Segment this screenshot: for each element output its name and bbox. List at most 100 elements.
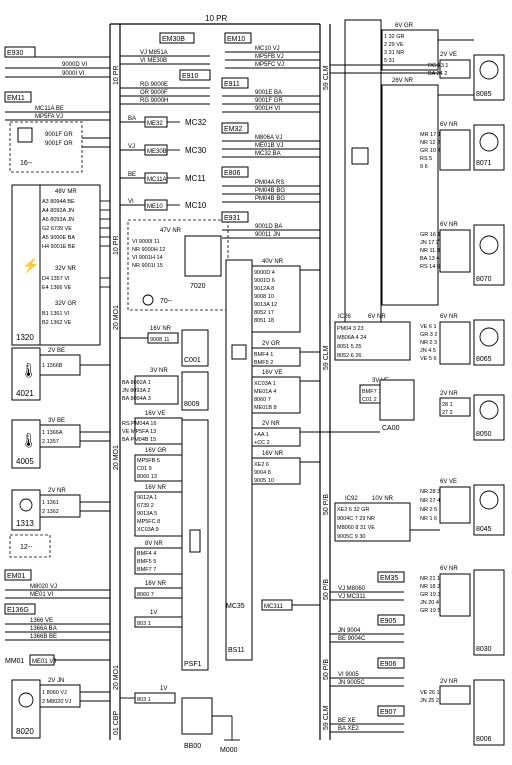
8085-pin-0: RG 23 1 [428, 63, 448, 69]
8025-pin-0: 1 32 GR [384, 34, 405, 40]
8070-pin-0: GR 16 1 [420, 232, 440, 238]
ic26-ref: IC26 [338, 314, 351, 320]
psf1-b2-pin-4: XC03A 9 [137, 527, 159, 533]
mm01-line-0: ME01 VJ [32, 659, 56, 665]
bs11-b0-pin-6: 8051 18 [254, 318, 274, 324]
bus-label-20mo1-c: 20 MO1 [113, 665, 120, 690]
1320-pin-1: A4 8092A JN [42, 208, 74, 214]
1320-pin3-0: B1 1361 VI [42, 311, 70, 317]
8070-pin-1: JN 17 2 [420, 240, 439, 246]
bs11-b2-conn: 16V VE [262, 370, 282, 376]
psf1-b4-conn: 16V NR [145, 581, 167, 587]
em10-line-1: MP5FB VJ [255, 54, 284, 60]
8030-pin-3: JN 20 4 [420, 600, 439, 606]
psf1-b0-pin-2: BA PM04B 15 [122, 437, 156, 443]
e806-line-0: PM04A RS [255, 180, 284, 186]
psf1-b4-pin-0: 8060 7 [137, 592, 154, 598]
1320-pin2-1: E4 1366 VE [42, 285, 72, 291]
bs11-b2-pin-0: XC03A 1 [254, 381, 276, 387]
8071-pin-3: RS 5 [420, 156, 432, 162]
bus-label-50pb-1: 50 P/B [323, 494, 330, 515]
1320-symbol: ⚡ [22, 257, 39, 274]
mc32-line-1: ME32 [147, 121, 163, 127]
e906-ref: E906 [380, 661, 396, 668]
psf1-b3-pin-2: BMF7 7 [137, 567, 156, 573]
psf1-b2-pin-0: 9012A 1 [137, 495, 157, 501]
1313-pin-1: 2 1362 [42, 509, 59, 515]
psf1-b1-pin-2: 8060 13 [137, 474, 157, 480]
c001-conn: 16V NR [150, 326, 172, 332]
4021-pin-0: 1 1366B [42, 363, 63, 369]
em01-ref: EM01 [7, 573, 25, 580]
bs11-b3-conn: 2V NR [262, 421, 280, 427]
8045-pin-0: NR 28 3 [420, 489, 440, 495]
psf1-b3-pin-0: BMF4 4 [137, 551, 156, 557]
1320-pin-2: A6 8093A JN [42, 217, 74, 223]
psf1-b0-conn: 16V VE [145, 411, 165, 417]
bs11-b2-pin-1: ME01A 4 [254, 389, 276, 395]
bs11-b3-pin-1: +CC 2 [254, 440, 270, 446]
7020-ref: 7020 [190, 283, 206, 290]
8050-conn: 2V NR [440, 391, 458, 397]
e906-line-1: JN 9005C [338, 680, 365, 686]
e806-line-2: PM04B BG [255, 196, 285, 202]
psf1-b1-conn: 16V GR [145, 448, 167, 454]
7020-conn: 47V NR [160, 228, 182, 234]
psf1-ref: PSF1 [184, 661, 202, 668]
8065-pin-2: NR 2 3 [420, 340, 437, 346]
em11-ref: EM11 [7, 95, 25, 102]
mc10-ref: MC10 [185, 201, 207, 210]
8050-ref: 8050 [476, 431, 492, 438]
8050-pin-0: 28 1 [442, 402, 453, 408]
8065-pin-3: JN 4 5 [420, 348, 436, 354]
8050-pin-1: 27 2 [442, 410, 453, 416]
ic92-ref: IC92 [345, 496, 358, 502]
bs11-b4-pin-1: 9004 8 [254, 470, 271, 476]
ca00-ref: CA00 [382, 425, 400, 432]
8045-pin-3: NR 1 6 [420, 516, 437, 522]
7020-pin-1: NR 9000H 12 [132, 247, 165, 253]
em10-line-2: MP5FC VJ [255, 62, 284, 68]
1320-pin-3: G2 6739 VE [42, 226, 72, 232]
8025-conn2: 26V NR [392, 78, 414, 84]
1313-pin-0: 1 1361 [42, 500, 59, 506]
bs11-b0-pin-3: 9008 10 [254, 294, 274, 300]
mc10-line-1: ME10 [147, 204, 163, 210]
8065-pin-4: VE 5 6 [420, 356, 437, 362]
bs11-b2-pin-2: 8060 7 [254, 397, 271, 403]
8006-ref: 8006 [476, 736, 492, 743]
e911-line-0: 9001E BA [255, 90, 282, 96]
1320-pin-5: H4 9001E BE [42, 244, 76, 250]
bus-label-10pr-left: 10 PR [113, 66, 120, 85]
8065-ref: 8065 [476, 356, 492, 363]
mc11-line-0: BE [128, 172, 136, 178]
8025-pin-3: 5 31 [384, 58, 395, 64]
1320-conn: 48V MR [55, 189, 77, 195]
4021-ref: 4021 [16, 389, 34, 398]
ic92-conn: 10V NR [372, 496, 394, 502]
8020-ref: 8020 [16, 727, 34, 736]
16-line-0: 9001F GR [45, 132, 73, 138]
8071-pin-4: 9 6 [420, 164, 428, 170]
top-bus-label: 10 PR [205, 14, 227, 23]
e911-line-2: 9001H VI [255, 106, 280, 112]
e136g-line-0: 1366 VE [30, 618, 53, 624]
e931-line-1: 90011 JN [255, 232, 280, 238]
psf1-b2-pin-1: 6739 2 [137, 503, 154, 509]
em30b-line-0: VJ M851A [140, 50, 168, 56]
bs11-b1-pin-0: BMF4 1 [254, 352, 273, 358]
8030-pin-0: NR 21 1 [420, 576, 440, 582]
8085-ref: 8085 [476, 91, 492, 98]
e910-line-1: OR 9000F [140, 90, 168, 96]
8030-pin-4: GR 19 5 [420, 608, 440, 614]
4005-conn: 3V BE [48, 418, 65, 424]
12-ref: 12-- [20, 544, 33, 551]
70-ref: 70-- [160, 298, 173, 305]
8085-pin-1: BA 24 2 [428, 71, 447, 77]
e910-line-0: RG 9000E [140, 82, 168, 88]
bus-label-01cbp: 01 CBP [113, 711, 120, 735]
8070-ref: 8070 [476, 276, 492, 283]
8045-conn: 6V VE [440, 479, 457, 485]
bb00-ref: BB00 [184, 743, 201, 750]
